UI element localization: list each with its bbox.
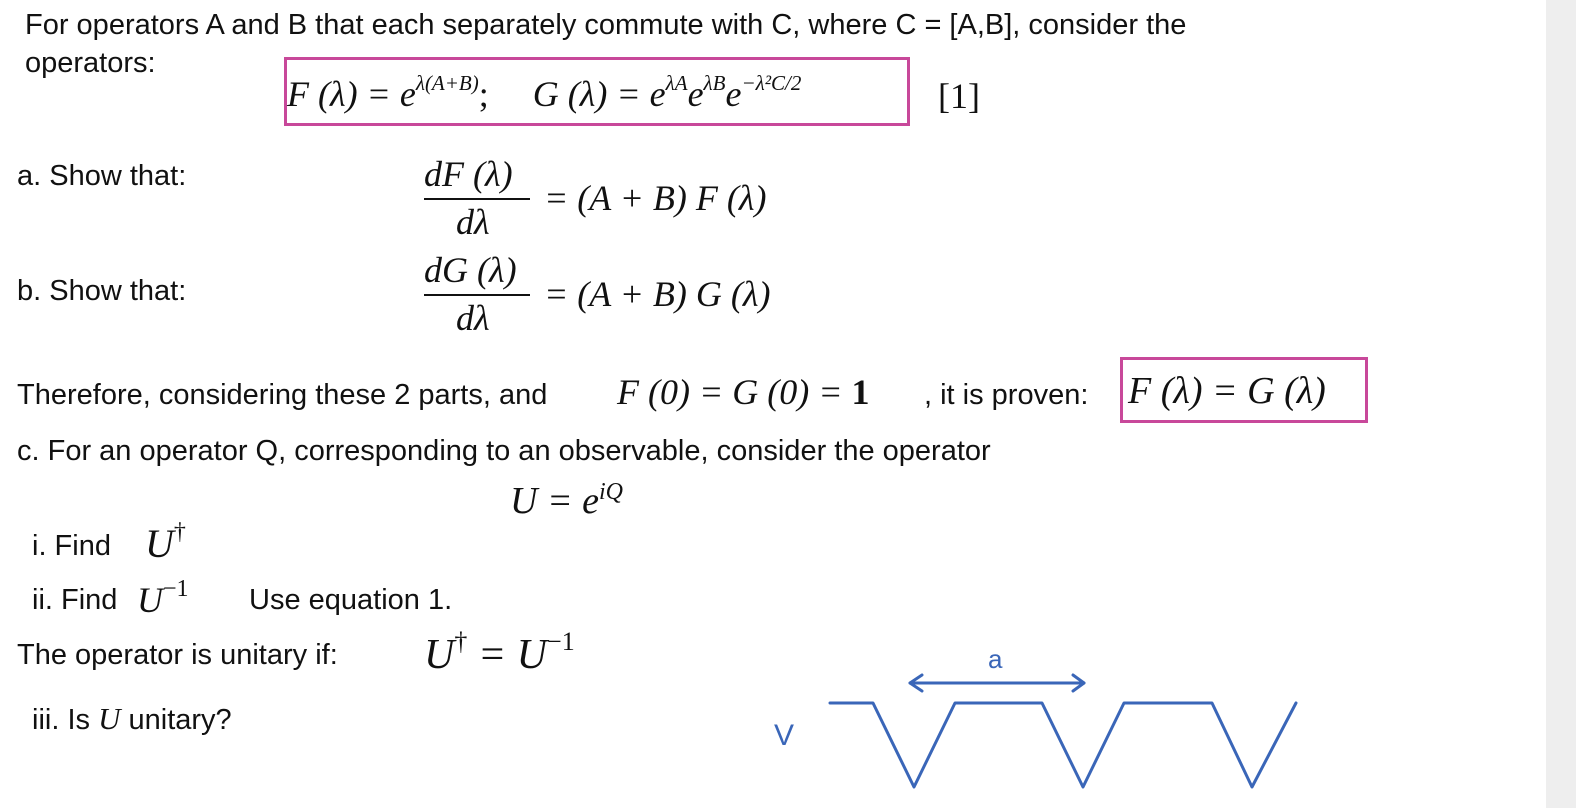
g-e-3: e <box>725 74 742 114</box>
unitary-operator-definition: U = eiQ <box>510 479 623 522</box>
part-c-label: c. For an operator Q, corresponding to a… <box>17 435 991 467</box>
equation-1-box <box>284 57 910 126</box>
part-c-ii-math: U−1 <box>137 577 189 620</box>
right-scroll-gutter <box>1546 0 1576 808</box>
u-symbol: U <box>145 521 174 566</box>
potential-profile <box>828 701 1298 789</box>
part-c-i-label: i. Find <box>32 530 111 562</box>
u-symbol: U <box>98 701 121 736</box>
g-exponent-1: λA <box>665 71 688 95</box>
iii-text: iii. Is <box>32 704 90 736</box>
equals-u: = U <box>467 632 548 678</box>
part-a-label: a. Show that: <box>17 160 187 192</box>
intro-line-1: For operators A and B that each separate… <box>25 9 1187 41</box>
u-symbol: U <box>424 632 455 678</box>
width-arrow-right-head <box>1071 673 1086 693</box>
g-e-2: e <box>687 74 704 114</box>
part-c-iii-label: iii. Is U unitary? <box>32 702 232 737</box>
u-symbol: U <box>137 580 163 620</box>
result-box <box>1120 357 1368 423</box>
potential-label: V <box>774 719 794 752</box>
dagger-sup: † <box>173 519 186 545</box>
f-lambda-def: F (λ) = e <box>287 74 416 114</box>
part-b-rhs: = (A + B) G (λ) <box>544 274 771 314</box>
initial-condition-math: F (0) = G (0) = <box>617 372 852 412</box>
u-exponent: iQ <box>598 479 623 505</box>
conclusion-initial-condition: F (0) = G (0) = 1 <box>617 374 870 410</box>
f-exponent: λ(A+B) <box>415 71 479 95</box>
part-a-rhs: = (A + B) F (λ) <box>544 178 767 218</box>
result-equation: F (λ) = G (λ) <box>1128 370 1326 412</box>
iii-rest: unitary? <box>128 704 232 736</box>
g-exponent-3: −λ²C/2 <box>741 71 802 95</box>
intro-line-2: operators: <box>25 47 156 79</box>
g-lambda-def: G (λ) = e <box>532 74 666 114</box>
part-b-label: b. Show that: <box>17 275 187 307</box>
conclusion-text-2: , it is proven: <box>924 379 1089 411</box>
inverse-sup: −1 <box>547 627 575 656</box>
dagger-sup: † <box>454 627 468 656</box>
equation-1-label: [1] <box>938 76 980 116</box>
inverse-sup: −1 <box>163 576 189 602</box>
eq-separator: ; <box>478 74 489 114</box>
part-a-denominator: dλ <box>456 202 490 242</box>
part-c-ii-note: Use equation 1. <box>249 584 453 616</box>
unitary-condition-math: U† = U−1 <box>424 629 575 678</box>
unitary-condition-text: The operator is unitary if: <box>17 639 338 671</box>
conclusion-text: Therefore, considering these 2 parts, an… <box>17 379 548 411</box>
part-c-ii-label: ii. Find <box>32 584 118 616</box>
u-definition: U = e <box>510 480 599 522</box>
identity-one: 1 <box>851 372 870 412</box>
g-exponent-2: λB <box>703 71 726 95</box>
part-a-numerator: dF (λ) <box>424 154 513 194</box>
part-b-denominator: dλ <box>456 298 490 338</box>
part-b-numerator: dG (λ) <box>424 250 517 290</box>
part-b-fraction-bar <box>424 294 530 296</box>
width-arrow-left-head <box>908 673 924 693</box>
part-c-i-math: U† <box>145 520 186 566</box>
equation-1: F (λ) = eλ(A+B);G (λ) = eλAeλBe−λ²C/2 <box>287 73 801 114</box>
width-label: a <box>988 644 1003 674</box>
part-a-fraction-bar <box>424 198 530 200</box>
